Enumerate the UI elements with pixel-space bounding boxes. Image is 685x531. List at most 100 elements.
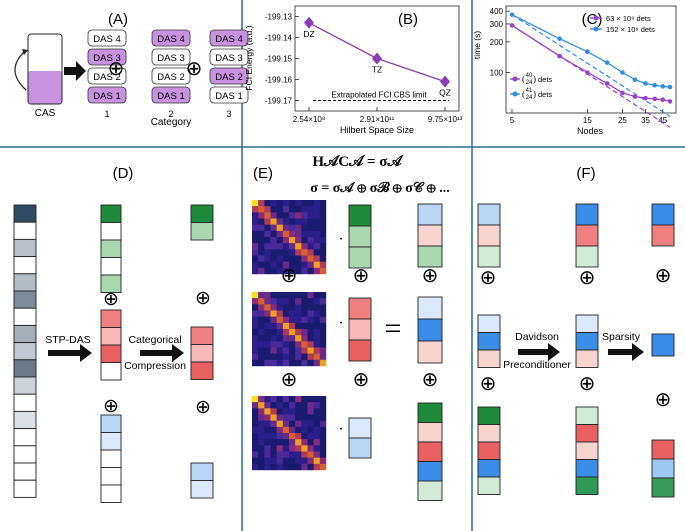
matrix-cell (295, 230, 302, 238)
das-box-label: DAS 2 (157, 72, 184, 83)
matrix-cell (307, 341, 314, 348)
f-sparse-cell (651, 333, 675, 357)
matrix-cell (301, 341, 308, 348)
das-box-label: DAS 4 (93, 34, 120, 45)
matrix-cell (295, 353, 302, 361)
matrix-cell (289, 218, 296, 225)
matrix-cell (252, 353, 259, 361)
matrix-cell (270, 420, 277, 428)
oplus-e-mat-2: ⊕ (281, 369, 298, 391)
e-sigma-cell (417, 441, 443, 462)
matrix-cell (252, 230, 259, 238)
f-precond-cell (575, 349, 599, 368)
panel-f: (F) ⊕ ⊕ ⊕ ⊕ ⊕ ⊕ Davidson Preconditioner … (477, 165, 675, 498)
matrix-cell (276, 359, 284, 367)
legend-binom1-suffix: dets (538, 75, 552, 84)
legend-binom2-top: 41 (526, 88, 533, 94)
matrix-cell (319, 402, 327, 409)
oplus-d-col2-2: ⊕ (103, 396, 119, 417)
matrix-cell (313, 237, 321, 244)
matrix-cell (270, 310, 277, 317)
e-sigma-cell (417, 245, 443, 268)
matrix-cell (276, 396, 284, 403)
matrix-cell (258, 359, 265, 367)
legend-binom2-suffix: dets (538, 90, 552, 99)
f-sigma-cell (477, 203, 501, 226)
matrix-cell (276, 439, 284, 446)
matrix-cell (264, 224, 271, 232)
b-xtick-label: 2.91×10¹¹ (360, 115, 395, 124)
matrix-cell (319, 218, 327, 225)
matrix-cell (252, 420, 259, 428)
matrix-cell (319, 451, 327, 458)
e-c-cell (348, 225, 372, 248)
matrix-cell (313, 451, 321, 458)
matrix-cell (295, 439, 302, 446)
matrix-cell (258, 426, 265, 434)
e-c-cell (348, 204, 372, 227)
matrix-cell (301, 451, 308, 458)
matrix-cell (301, 335, 308, 342)
d-compressed-cell (190, 361, 214, 380)
matrix-cell (307, 408, 314, 415)
matrix-cell (307, 414, 314, 421)
matrix-cell (307, 224, 314, 232)
matrix-cell (264, 230, 271, 238)
svg-text:): ) (533, 89, 536, 99)
c-point (604, 81, 610, 86)
oplus-e-vec-2: ⊕ (353, 369, 370, 391)
matrix-cell (295, 267, 302, 275)
matrix-cell (264, 267, 271, 275)
e-sigma-cell (417, 461, 443, 482)
d-stp-cell (100, 222, 122, 241)
matrix-cell (282, 298, 290, 305)
matrix-cell (301, 316, 308, 324)
c-point (652, 96, 657, 102)
oplus-d-col3-1: ⊕ (195, 288, 211, 309)
d-compressed-cell (190, 204, 214, 223)
matrix-cell (289, 298, 296, 305)
c-point (667, 84, 673, 90)
matrix-cell (270, 261, 277, 269)
matrix-cell (307, 212, 314, 219)
f-sigma-cell (477, 441, 501, 460)
f-precond-cell (575, 332, 599, 351)
matrix-cell (289, 347, 296, 354)
matrix-cell (270, 414, 277, 421)
matrix-cell (258, 347, 265, 354)
matrix-cell (258, 292, 265, 299)
matrix-cell (313, 255, 321, 262)
panel-f-label: (F) (576, 165, 595, 182)
matrix-cell (319, 255, 327, 262)
matrix-cell (282, 206, 290, 213)
matrix-cell (289, 261, 296, 269)
matrix-cell (295, 335, 302, 342)
matrix-cell (258, 353, 265, 361)
das-box-label: DAS 1 (93, 91, 120, 102)
matrix-cell (295, 224, 302, 232)
c-xtick-label: 15 (583, 116, 592, 125)
matrix-cell (307, 463, 314, 471)
matrix-cell (313, 426, 321, 434)
matrix-cell (295, 347, 302, 354)
f-sparse-cell (651, 224, 675, 247)
matrix-cell (319, 206, 327, 213)
matrix-cell (319, 243, 327, 250)
c-point (660, 84, 666, 89)
matrix-cell (258, 206, 265, 213)
matrix-cell (301, 329, 308, 336)
matrix-cell (313, 249, 321, 256)
das-box (151, 29, 191, 47)
matrix-cell (252, 261, 259, 269)
matrix-cell (319, 267, 327, 275)
d-stp-cell (100, 239, 122, 258)
matrix-cell (264, 310, 271, 317)
matrix-cell (276, 341, 284, 348)
b-xtick-label: 2.54×10⁸ (293, 115, 326, 124)
cas-fill (28, 71, 62, 104)
matrix-cell (276, 353, 284, 361)
matrix-cell (295, 433, 302, 440)
matrix-cell (282, 212, 290, 219)
matrix-cell (319, 414, 327, 421)
